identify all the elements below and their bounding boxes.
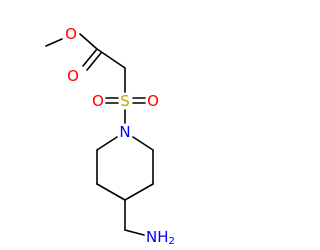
bond-c3-c4 [96, 183, 126, 201]
atom-n-ring: N [119, 123, 130, 141]
atom-nh2-symbol: NH [146, 228, 169, 246]
bond-carbonyl-ch2 [96, 48, 126, 69]
bond-o-carbonyl-c [79, 33, 98, 50]
bonds [45, 33, 154, 236]
bond-methyl-o [45, 38, 63, 47]
atom-nh2-subscript: 2 [169, 236, 175, 247]
bond-carbonyl-double-b [86, 52, 102, 71]
bond-ch2-nh2 [124, 229, 145, 236]
atom-s: S [120, 92, 130, 110]
bond-n-c2 [96, 136, 118, 151]
bond-c6-n [132, 136, 154, 151]
atom-o-sulfonyl-left: O [92, 92, 104, 110]
atom-o-carbonyl: O [67, 67, 79, 85]
molecule-structure: O O O S O N NH2 [45, 25, 175, 247]
bond-carbonyl-double-a [82, 48, 98, 67]
bond-c4-c5 [124, 183, 154, 201]
atom-o-methoxy: O [65, 25, 77, 43]
atom-labels: O O O S O N NH2 [65, 25, 175, 247]
atom-nh2: NH2 [146, 228, 175, 247]
atom-o-sulfonyl-right: O [147, 92, 159, 110]
